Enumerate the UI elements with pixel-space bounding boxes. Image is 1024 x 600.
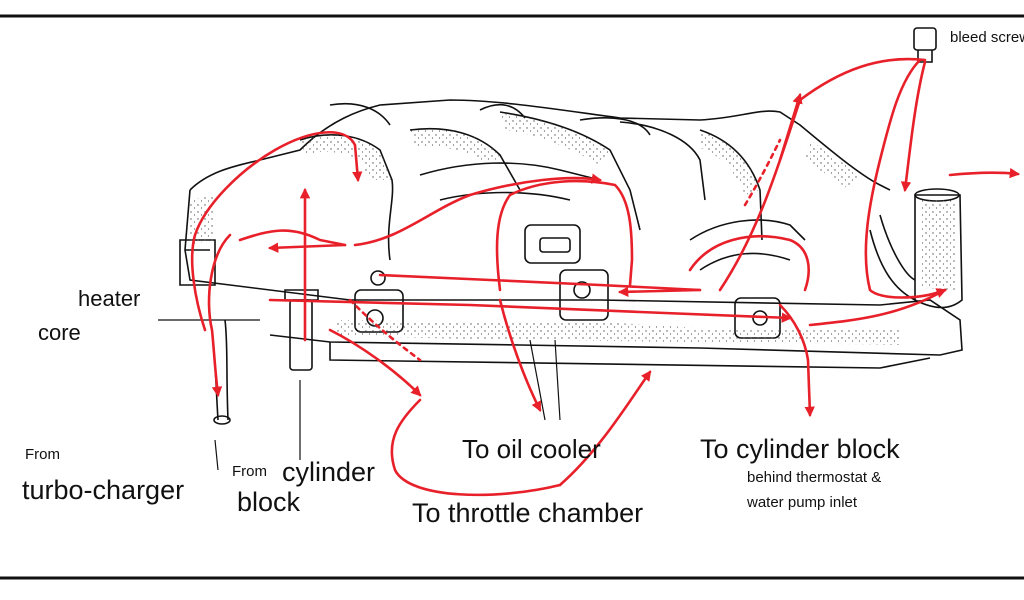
stipple-shading [190,112,955,345]
flow-arrow-heater-core [207,233,232,398]
flow-arrows [190,57,1021,497]
flow-arrow-oil-cooler [498,298,542,412]
flow-arrow-right-bottom [808,288,947,327]
flow-arrow-upper-runner [353,173,603,247]
cylinder-block-label: To cylinder block [700,434,900,464]
flow-arrow-throttle [328,328,422,397]
flow-arrow-mid-rail [378,273,702,292]
flow-arrow-dashed-2 [743,138,782,207]
core-label: core [38,320,81,345]
block-label: block [237,487,301,517]
flow-arrow-left-loop [190,131,363,332]
flow-arrow-manifold-loop [238,229,347,247]
flow-arrow-cyl-block [778,303,815,418]
bleed-screw-label: bleed screw [950,29,1024,46]
engine-manifold-drawing [158,27,963,471]
flow-arrow-right-exit [948,167,1021,179]
flow-arrow-left-return [267,242,347,253]
flow-arrow-bleed-down [864,58,947,299]
heater-label: heater [78,286,141,311]
flow-arrow-throttle-return [390,398,562,497]
flow-arrow-throttle-up [558,370,652,487]
from-cylinder-small-label: From [232,463,267,480]
oil-cooler-label: To oil cooler [462,434,601,464]
flow-arrow-bleed-side [900,60,927,193]
from-turbo-small-label: From [25,446,60,463]
flow-arrow-dashed-1 [348,298,422,362]
cylinder-label: cylinder [282,457,376,487]
flow-arrow-rail-return [617,286,702,297]
flow-arrow-right-loop [718,57,927,292]
behind-thermostat-label: behind thermostat & [747,469,882,486]
throttle-chamber-label: To throttle chamber [412,498,644,528]
flow-arrow-center-loop [495,179,634,292]
flow-arrow-bleed-up [778,93,803,162]
turbo-charger-label: turbo-charger [22,475,185,505]
flow-arrow-main-rail [268,298,793,323]
flow-arrow-right-hose [688,234,810,292]
water-pump-inlet-label: water pump inlet [747,494,858,511]
